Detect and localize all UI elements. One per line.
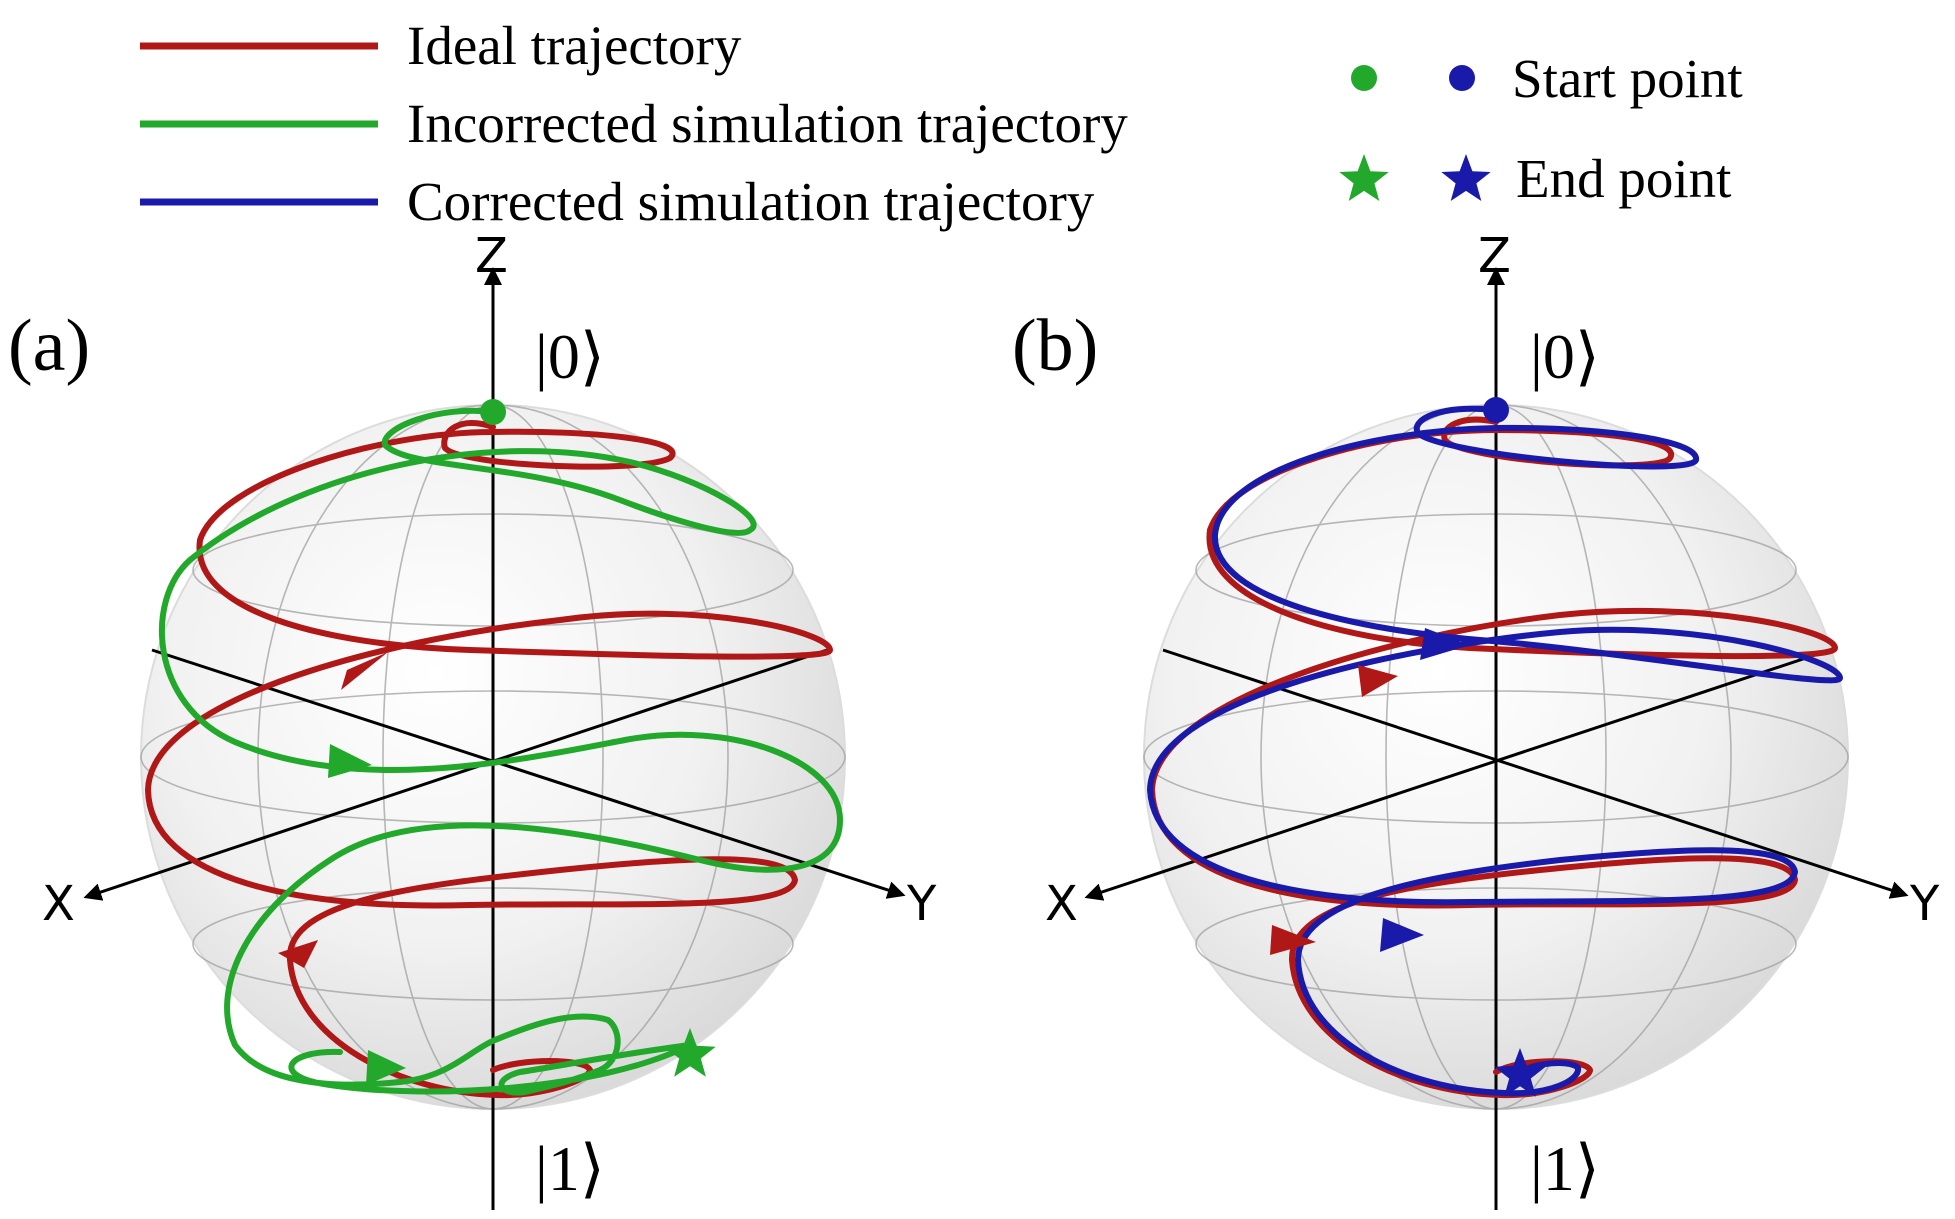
panel-a-y-axis bbox=[151, 648, 906, 899]
panel-a-label: (a) bbox=[8, 305, 90, 387]
legend-entry-corrected: Corrected simulation trajectory bbox=[140, 171, 1095, 232]
panel-a-ket-0-label: |0⟩ bbox=[535, 321, 605, 392]
panel-a-x-axis-label: X bbox=[42, 876, 75, 932]
start-point-blue-marker bbox=[1449, 65, 1475, 91]
panel-a-x-axis bbox=[83, 648, 828, 901]
panel-b-y-axis-label: Y bbox=[1909, 876, 1940, 932]
legend-entry-incorrected: Incorrected simulation trajectory bbox=[140, 93, 1128, 154]
legend: Ideal trajectory Incorrected simulation … bbox=[140, 15, 1743, 232]
panel-b-start-point bbox=[1483, 397, 1509, 423]
panel-b-y-axis bbox=[1162, 648, 1909, 899]
panel-b-ket-1-label: |1⟩ bbox=[1530, 1133, 1600, 1204]
panel-a-incorrected-trajectory bbox=[158, 407, 843, 1096]
panel-a: (a) Z X Y |0⟩ |1⟩ bbox=[8, 228, 937, 1210]
legend-label-end-point: End point bbox=[1516, 148, 1731, 209]
panel-a-ideal-arrow-lower bbox=[278, 940, 318, 968]
panel-b-corrected-trajectory bbox=[1147, 405, 1843, 1097]
panel-a-y-axis-label: Y bbox=[906, 876, 937, 932]
legend-label-corrected: Corrected simulation trajectory bbox=[407, 171, 1095, 232]
legend-entry-start-point: Start point bbox=[1351, 48, 1743, 109]
end-point-green-star-marker bbox=[1339, 154, 1389, 201]
panel-a-start-point bbox=[480, 399, 506, 425]
panel-a-end-point-star bbox=[664, 1028, 716, 1077]
panel-b-corrected-arrow-upper bbox=[1420, 628, 1470, 660]
panel-a-incorrected-arrow-lower bbox=[366, 1050, 406, 1085]
panel-a-z-axis-label: Z bbox=[475, 228, 508, 284]
panel-a-ideal-arrow-upper bbox=[341, 652, 388, 690]
panel-b-x-axis bbox=[1084, 648, 1831, 901]
legend-entry-end-point: End point bbox=[1339, 148, 1731, 209]
start-point-green-marker bbox=[1351, 65, 1377, 91]
panel-b: (b) Z X Y |0⟩ |1⟩ bbox=[1012, 228, 1940, 1210]
legend-label-start-point: Start point bbox=[1512, 48, 1743, 109]
panel-b-z-axis-label: Z bbox=[1478, 228, 1511, 284]
panel-a-incorrected-arrow-middle bbox=[328, 744, 372, 778]
panel-b-corrected-arrow-lower bbox=[1380, 918, 1424, 952]
legend-label-incorrected: Incorrected simulation trajectory bbox=[407, 93, 1128, 154]
end-point-blue-star-marker bbox=[1441, 154, 1491, 201]
panel-b-ket-0-label: |0⟩ bbox=[1530, 321, 1600, 392]
legend-label-ideal: Ideal trajectory bbox=[407, 15, 742, 76]
panel-b-ideal-arrow-upper bbox=[1358, 665, 1398, 697]
panel-b-label: (b) bbox=[1012, 305, 1098, 387]
legend-entry-ideal: Ideal trajectory bbox=[140, 15, 742, 76]
panel-b-x-axis-label: X bbox=[1045, 876, 1078, 932]
panel-a-ket-1-label: |1⟩ bbox=[535, 1133, 605, 1204]
panel-b-ideal-arrow-lower bbox=[1270, 925, 1316, 955]
panel-b-end-point-star bbox=[1494, 1048, 1546, 1097]
